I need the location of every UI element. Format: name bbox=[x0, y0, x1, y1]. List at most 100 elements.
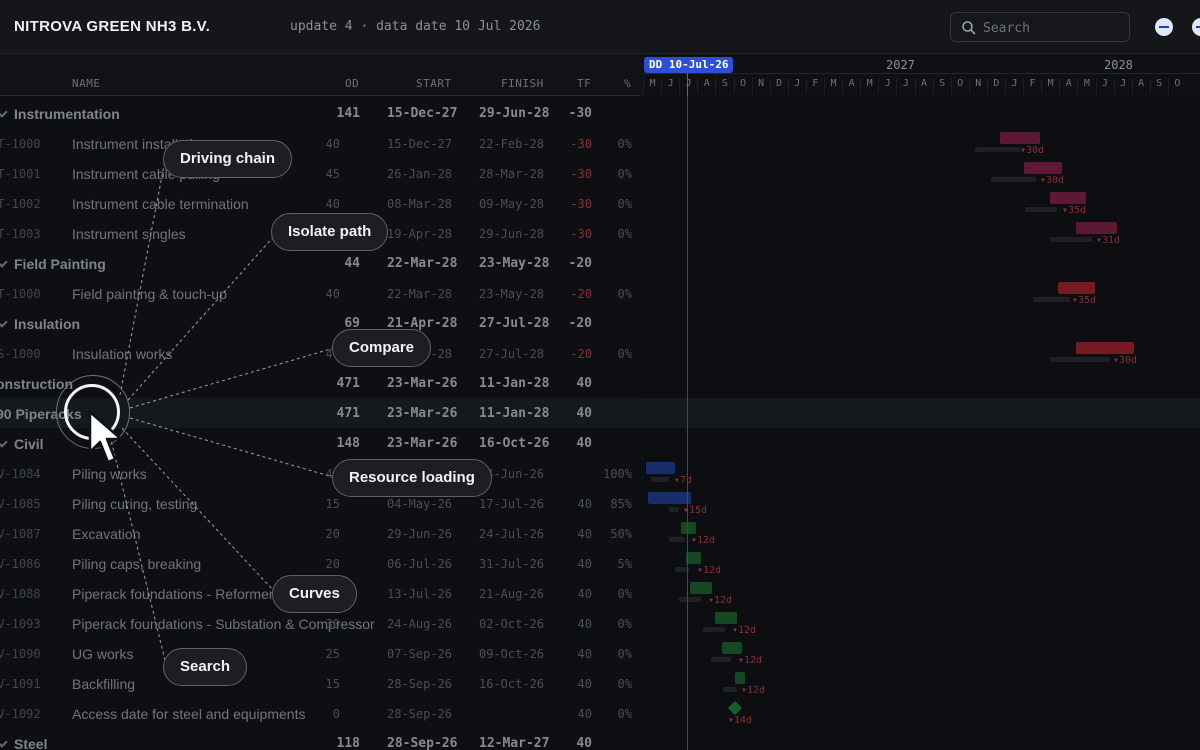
menu-curves[interactable]: Curves bbox=[272, 575, 357, 613]
percent-complete: 50% bbox=[610, 527, 632, 541]
menu-driving-chain[interactable]: Driving chain bbox=[163, 140, 293, 178]
col-start[interactable]: START bbox=[416, 77, 452, 90]
gantt-bar[interactable] bbox=[686, 552, 701, 564]
gantt-bar[interactable] bbox=[1058, 282, 1095, 294]
original-duration: 20 bbox=[325, 527, 340, 541]
menu-search[interactable]: Search bbox=[163, 648, 248, 686]
gantt-bar[interactable] bbox=[1000, 132, 1040, 144]
month-tick: J bbox=[896, 78, 914, 94]
activity-name: Piling caps, breaking bbox=[72, 556, 202, 572]
zoom-out-icon[interactable] bbox=[1155, 18, 1173, 36]
month-tick: M bbox=[860, 78, 878, 94]
gantt-bar[interactable] bbox=[648, 492, 691, 504]
percent-complete: 0% bbox=[617, 197, 632, 211]
total-float: 40 bbox=[576, 406, 592, 421]
percent-complete: 5% bbox=[617, 557, 632, 571]
menu-isolate-path[interactable]: Isolate path bbox=[271, 213, 389, 251]
month-tick: A bbox=[842, 78, 860, 94]
menu-compare[interactable]: Compare bbox=[332, 329, 432, 367]
activity-name: Access date for steel and equipments bbox=[72, 706, 306, 722]
search-input[interactable] bbox=[983, 18, 1123, 38]
percent-complete: 0% bbox=[617, 707, 632, 721]
float-label: ▾35d bbox=[1062, 205, 1087, 216]
zoom-in-icon[interactable] bbox=[1192, 18, 1200, 36]
gantt-bar[interactable] bbox=[681, 522, 696, 534]
finish-date: 09-May-28 bbox=[479, 197, 545, 211]
gantt-bar[interactable] bbox=[722, 642, 742, 654]
gantt-bar[interactable] bbox=[1024, 162, 1062, 174]
start-date: 19-Apr-28 bbox=[387, 227, 453, 241]
gantt-bar[interactable] bbox=[715, 612, 737, 624]
total-float: 40 bbox=[577, 587, 592, 601]
baseline-bar bbox=[711, 657, 731, 662]
col-pct[interactable]: % bbox=[624, 77, 632, 90]
total-float: -30 bbox=[570, 167, 592, 181]
gantt-bar[interactable] bbox=[1050, 192, 1086, 204]
activity-row[interactable]: IV-1087Excavation2029-Jun-2624-Jul-26405… bbox=[0, 518, 1200, 548]
start-date: 15-Dec-27 bbox=[387, 106, 458, 121]
gantt-bar[interactable] bbox=[1076, 342, 1134, 354]
month-tick: M bbox=[1077, 78, 1095, 94]
total-float: 40 bbox=[576, 436, 592, 451]
original-duration: 0 bbox=[332, 707, 340, 721]
month-tick: S bbox=[1149, 78, 1168, 94]
start-date: 23-Mar-26 bbox=[387, 436, 458, 451]
year-label: 2028 bbox=[1104, 58, 1133, 72]
chevron-down-icon[interactable] bbox=[0, 256, 8, 268]
float-label: ▾12d bbox=[708, 595, 733, 606]
col-tf[interactable]: TF bbox=[577, 77, 592, 90]
percent-complete: 0% bbox=[617, 137, 632, 151]
original-duration: 15 bbox=[325, 497, 340, 511]
original-duration: 44 bbox=[344, 256, 360, 271]
month-tick: A bbox=[1131, 78, 1150, 94]
search-box[interactable] bbox=[950, 12, 1130, 42]
baseline-bar bbox=[1025, 207, 1057, 212]
gantt-bar[interactable] bbox=[646, 462, 675, 474]
chevron-down-icon[interactable] bbox=[0, 316, 8, 328]
activity-name: Instrumentation bbox=[14, 106, 120, 122]
activity-row[interactable]: IV-1092 Access date for steel and equipme… bbox=[0, 698, 1200, 728]
chevron-down-icon[interactable] bbox=[0, 436, 8, 448]
original-duration: 15 bbox=[325, 677, 340, 691]
finish-date: 11-Jan-28 bbox=[479, 406, 550, 421]
total-float: 40 bbox=[577, 707, 592, 721]
total-float: -20 bbox=[568, 256, 592, 271]
float-label: ▾31d bbox=[1096, 235, 1121, 246]
original-duration: 148 bbox=[336, 436, 360, 451]
gantt-bar[interactable] bbox=[1076, 222, 1117, 234]
col-od[interactable]: OD bbox=[345, 77, 360, 90]
col-name[interactable]: NAME bbox=[72, 77, 101, 90]
chevron-down-icon[interactable] bbox=[0, 736, 8, 748]
original-duration: 40 bbox=[325, 197, 340, 211]
finish-date: 09-Oct-26 bbox=[479, 647, 545, 661]
month-tick: S bbox=[715, 78, 733, 94]
baseline-bar bbox=[1033, 297, 1070, 302]
month-tick: D bbox=[986, 78, 1005, 94]
col-finish[interactable]: FINISH bbox=[501, 77, 544, 90]
gantt-bar[interactable] bbox=[690, 582, 712, 594]
activity-row[interactable]: IV-1091Backfilling1528-Sep-2616-Oct-2640… bbox=[0, 668, 1200, 698]
chevron-down-icon[interactable] bbox=[0, 106, 8, 118]
activity-id: IV-1086 bbox=[0, 557, 41, 571]
menu-resource-loading[interactable]: Resource loading bbox=[332, 459, 492, 497]
original-duration: 30 bbox=[325, 617, 340, 631]
gantt-bar[interactable] bbox=[735, 672, 745, 684]
activity-id: IV-1092 bbox=[0, 707, 41, 721]
